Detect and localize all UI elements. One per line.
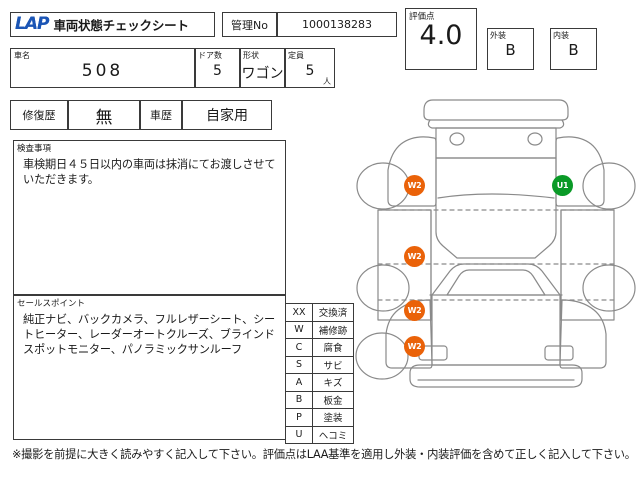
exterior-grade-label: 外装 <box>490 31 506 40</box>
car-name-cell: 車名 508 <box>10 48 195 88</box>
legend-description: 補修跡 <box>318 325 348 337</box>
roof-crease <box>437 193 555 199</box>
sales-point-label: セールスポイント <box>17 299 86 309</box>
damage-marker-w2[interactable]: W2 <box>404 336 425 357</box>
legend-row: S サビ <box>286 356 353 374</box>
windshield <box>446 269 546 296</box>
capacity-unit: 人 <box>323 77 331 86</box>
legend-code: C <box>286 339 313 356</box>
damage-marker-w2[interactable]: W2 <box>404 246 425 267</box>
evaluation-score-value: 4.0 <box>419 20 463 51</box>
front-wheel-right <box>582 264 636 312</box>
legend-row: P 塗装 <box>286 409 353 427</box>
car-name-value: 508 <box>81 61 124 81</box>
body-shape-cell: 形状 ワゴン <box>240 48 285 88</box>
rear-window <box>435 127 557 159</box>
rear-wheel-right <box>582 162 636 210</box>
damage-marker-w2[interactable]: W2 <box>404 300 425 321</box>
management-no-label: 管理No <box>222 12 277 37</box>
legend-description: キズ <box>323 378 343 390</box>
door-count-cell: ドア数 5 <box>195 48 240 88</box>
damage-code-legend: XX 交換済 W 補修跡 C 腐食 S サビ A キズ B 板金 P 塗装 U ヘコミ <box>285 303 354 444</box>
front-fender-right <box>559 299 607 369</box>
inspection-notes-label: 検査事項 <box>17 144 52 154</box>
legend-description: 板金 <box>323 395 343 407</box>
exterior-grade-value: B <box>505 41 516 59</box>
spare-tire-circle <box>355 332 409 380</box>
legend-row: U ヘコミ <box>286 426 353 444</box>
usage-history-label: 車歴 <box>140 100 182 130</box>
legend-description: サビ <box>323 360 343 372</box>
inspection-notes-box: 検査事項 車検期日４５日以内の車両は抹消にてお渡しさせていただきます。 <box>13 140 286 295</box>
rear-fender-right <box>555 136 605 207</box>
front-bumper <box>409 364 583 388</box>
sales-point-body: 純正ナビ、バックカメラ、フルレザーシート、シートヒーター、レーダーオートクルーズ… <box>23 313 276 356</box>
sheet-title-box: LAP 車両状態チェックシート <box>10 12 215 37</box>
legend-row: W 補修跡 <box>286 321 353 339</box>
interior-grade-box: 内装 B <box>550 28 597 70</box>
legend-description: ヘコミ <box>318 430 348 442</box>
sales-point-box: セールスポイント 純正ナビ、バックカメラ、フルレザーシート、シートヒーター、レー… <box>13 295 286 440</box>
interior-grade-label: 内装 <box>553 31 569 40</box>
legend-description: 塗装 <box>323 413 343 425</box>
legend-code: U <box>286 426 313 443</box>
repair-history-value: 無 <box>68 100 140 130</box>
headlight-right <box>544 345 574 361</box>
capacity-label: 定員 <box>288 51 304 60</box>
lap-logo: LAP <box>15 14 49 34</box>
body-shape-label: 形状 <box>243 51 259 60</box>
legend-code: XX <box>286 304 313 321</box>
legend-code: A <box>286 374 313 391</box>
damage-marker-w2[interactable]: W2 <box>404 175 425 196</box>
footer-note: ※撮影を前提に大きく読みやすく記入して下さい。評価点はLAA基準を適用し外装・内… <box>12 448 636 461</box>
evaluation-score-box: 評価点 4.0 <box>405 8 477 70</box>
body-shape-value: ワゴン <box>241 66 284 82</box>
door-count-label: ドア数 <box>198 51 222 60</box>
rear-spoiler <box>423 99 569 121</box>
capacity-value: 5 <box>305 63 315 79</box>
legend-row: XX 交換済 <box>286 304 353 322</box>
rear-headrest-right <box>527 132 543 146</box>
legend-code: S <box>286 356 313 373</box>
legend-description: 腐食 <box>323 343 343 355</box>
front-cabin <box>431 263 561 366</box>
roof-rear-section <box>435 157 557 259</box>
spoiler-lower <box>427 119 565 129</box>
interior-grade-value: B <box>568 41 579 59</box>
front-fender-left <box>385 299 433 369</box>
legend-code: B <box>286 391 313 408</box>
exterior-grade-box: 外装 B <box>487 28 534 70</box>
capacity-cell: 定員 5 人 <box>285 48 335 88</box>
car-name-label: 車名 <box>14 51 30 60</box>
legend-row: C 腐食 <box>286 339 353 357</box>
door-count-value: 5 <box>213 63 222 79</box>
damage-marker-u1[interactable]: U1 <box>552 175 573 196</box>
legend-code: W <box>286 321 313 338</box>
legend-description: 交換済 <box>318 308 348 320</box>
management-no-value: 1000138283 <box>277 12 397 37</box>
legend-row: B 板金 <box>286 391 353 409</box>
page-title: 車両状態チェックシート <box>53 18 189 33</box>
legend-row: A キズ <box>286 374 353 392</box>
rear-headrest-left <box>449 132 465 146</box>
legend-code: P <box>286 409 313 426</box>
rear-wheel-left <box>356 162 410 210</box>
front-wheel-left <box>356 264 410 312</box>
evaluation-score-label: 評価点 <box>409 12 435 22</box>
rear-fender-left <box>387 136 437 207</box>
usage-history-value: 自家用 <box>182 100 272 130</box>
repair-history-label: 修復歴 <box>10 100 68 130</box>
inspection-notes-body: 車検期日４５日以内の車両は抹消にてお渡しさせていただきます。 <box>23 158 276 186</box>
